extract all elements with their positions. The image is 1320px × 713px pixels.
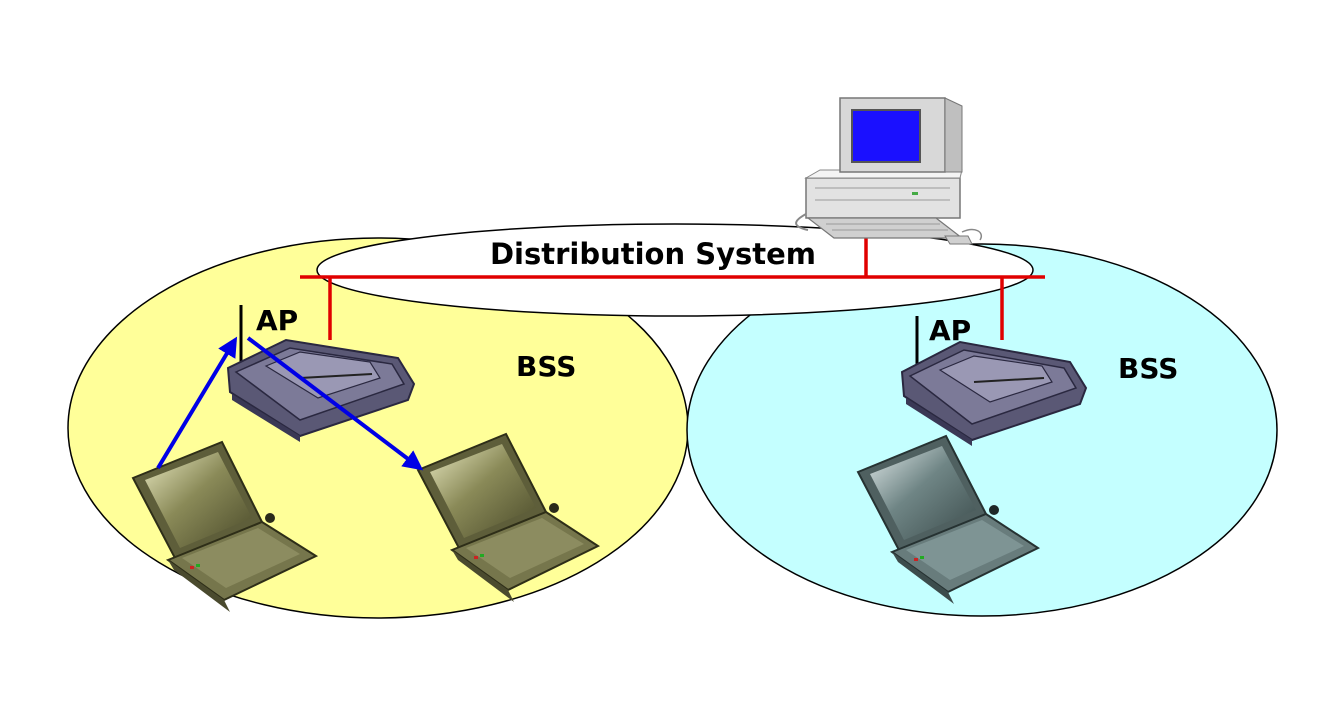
uplink-arrow bbox=[156, 336, 238, 470]
left-ap-label: AP bbox=[256, 304, 298, 337]
right-ap-label: AP bbox=[929, 314, 971, 347]
laptop-1-icon bbox=[131, 440, 319, 612]
downlink-arrow bbox=[246, 336, 424, 471]
right-access-point-icon bbox=[900, 316, 1088, 446]
monitor-screen bbox=[851, 109, 921, 163]
wireless-links bbox=[156, 336, 424, 471]
distribution-system-label: Distribution System bbox=[490, 237, 816, 271]
laptop-3-icon bbox=[856, 434, 1041, 604]
left-access-point-icon bbox=[226, 305, 416, 442]
server-computer-icon bbox=[795, 97, 982, 245]
right-bss-label: BSS bbox=[1118, 352, 1178, 385]
distribution-system-ellipse bbox=[316, 223, 1034, 317]
left-bss-label: BSS bbox=[516, 350, 576, 383]
laptop-2-icon bbox=[416, 432, 601, 602]
